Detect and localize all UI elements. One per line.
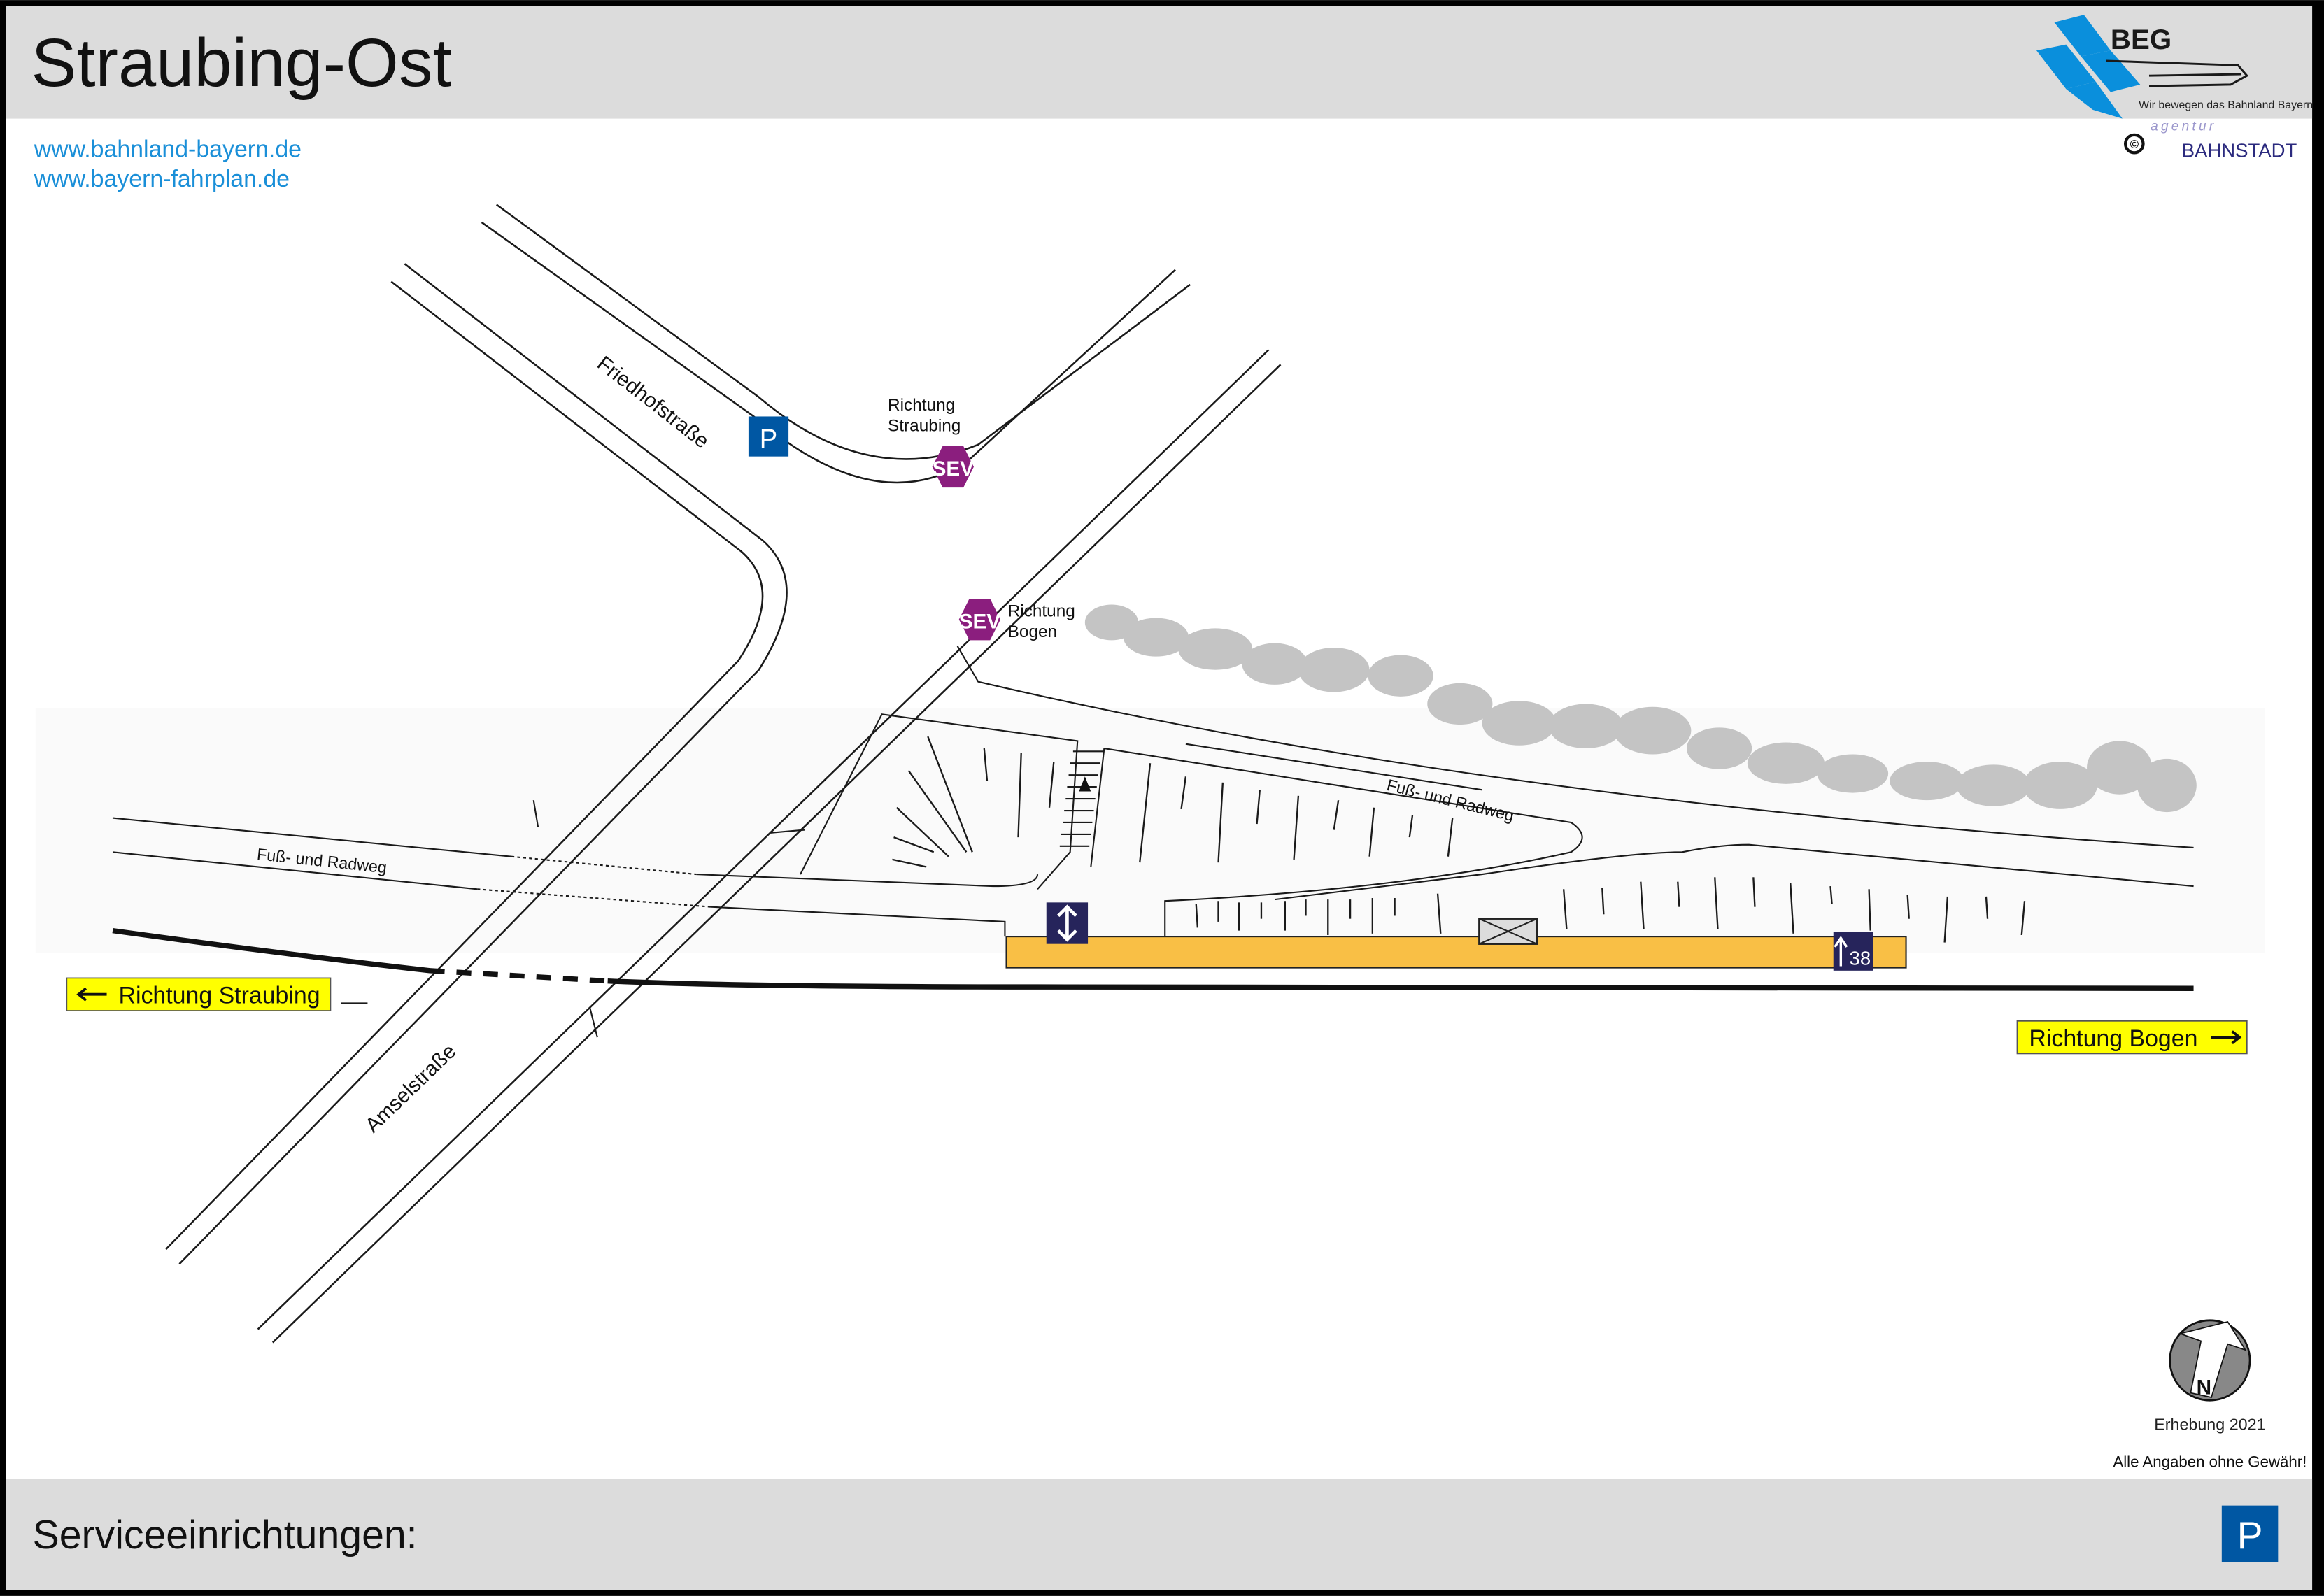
service-parking-icon[interactable]: P — [2221, 1505, 2279, 1562]
svg-text:N: N — [2197, 1376, 2211, 1399]
svg-text:BEG: BEG — [2111, 24, 2171, 55]
platform — [1005, 936, 1907, 969]
bushes — [1084, 604, 2197, 813]
svg-text:SEV: SEV — [933, 457, 975, 480]
svg-text:Richtung: Richtung — [1008, 601, 1075, 620]
svg-text:Straubing: Straubing — [888, 417, 961, 436]
arrow-left-icon — [76, 987, 107, 1002]
copyright-agentur-bahnstadt: © agentur BAHNSTADT — [2123, 120, 2297, 162]
svg-text:agentur: agentur — [2151, 120, 2216, 134]
direction-straubing: Richtung Straubing — [66, 977, 332, 1011]
parking-icon[interactable]: P — [748, 416, 789, 457]
link-bahnland-bayern[interactable]: www.bahnland-bayern.de — [34, 136, 302, 163]
link-bayern-fahrplan[interactable]: www.bayern-fahrplan.de — [34, 166, 290, 192]
survey-year: Erhebung 2021 — [2154, 1416, 2265, 1434]
direction-bogen: Richtung Bogen — [2016, 1020, 2248, 1055]
north-arrow-icon: N — [2169, 1319, 2251, 1402]
footpaths — [112, 646, 2194, 1038]
svg-text:Richtung Straubing: Richtung Straubing — [118, 982, 320, 1009]
sev-stop-bogen[interactable]: SEV Richtung Bogen — [959, 599, 1075, 641]
amselstrasse-road — [257, 349, 1282, 1344]
svg-text:Richtung Bogen: Richtung Bogen — [2029, 1025, 2197, 1052]
beg-logo: BEG Wir bewegen das Bahnland Bayern — [2036, 15, 2313, 119]
svg-text:Richtung: Richtung — [888, 396, 955, 415]
page-title: Straubing-Ost — [31, 24, 451, 101]
svg-text:Wir bewegen das Bahnland Bayer: Wir bewegen das Bahnland Bayern — [2139, 99, 2313, 111]
svg-text:BAHNSTADT: BAHNSTADT — [2182, 140, 2297, 162]
svg-text:P: P — [2237, 1513, 2263, 1557]
header-band — [6, 6, 2313, 119]
svg-text:SEV: SEV — [959, 610, 1001, 633]
track-area — [35, 708, 2265, 953]
services-label: Serviceeinrichtungen: — [33, 1513, 418, 1558]
arrow-right-icon — [2211, 1030, 2242, 1045]
disclaimer: Alle Angaben ohne Gewähr! — [2113, 1453, 2307, 1471]
svg-text:P: P — [760, 424, 777, 454]
railway-track — [112, 927, 2194, 991]
sev-stop-straubing[interactable]: SEV Richtung Straubing — [888, 396, 975, 488]
elevator-icon[interactable] — [1046, 902, 1089, 944]
shelter-icon — [1478, 918, 1538, 945]
svg-text:©: © — [2130, 138, 2139, 151]
platform-height-sign: 38 — [1833, 932, 1873, 971]
svg-text:Bogen: Bogen — [1008, 622, 1057, 641]
svg-text:38: 38 — [1850, 947, 1871, 969]
footer-band — [6, 1479, 2313, 1590]
